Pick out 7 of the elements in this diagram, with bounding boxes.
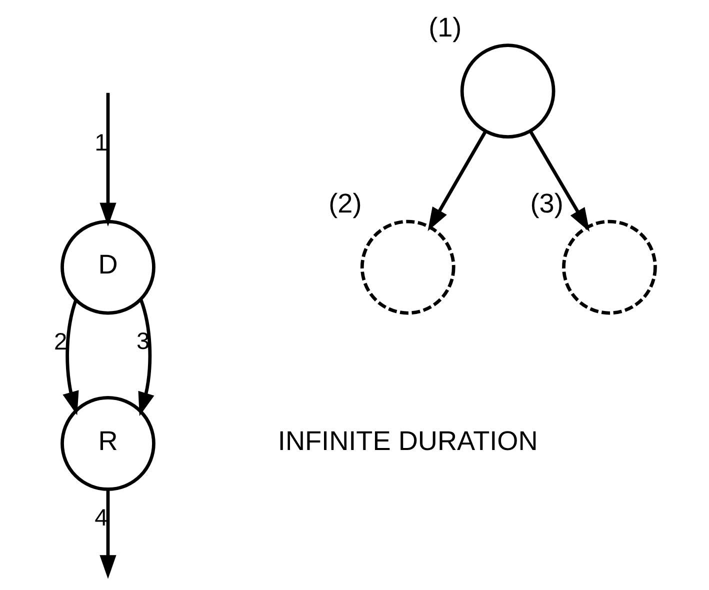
node-label: (3) — [530, 188, 564, 219]
edge-label: 4 — [94, 505, 108, 532]
label: INFINITE DURATION — [278, 424, 538, 456]
edge-label: 2 — [54, 329, 68, 356]
node-label: (1) — [428, 12, 462, 43]
node-label: (2) — [328, 188, 362, 219]
edge-label: 1 — [94, 130, 108, 157]
